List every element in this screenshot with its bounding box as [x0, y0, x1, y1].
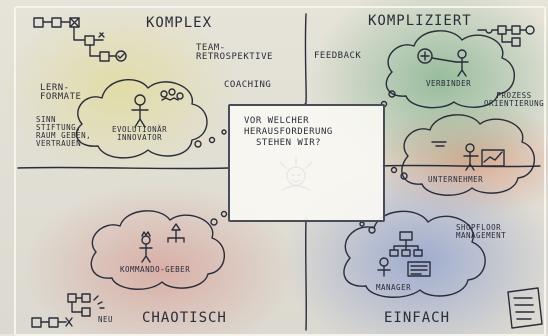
label-prozess: PROZESS ORIENTIERUNG — [484, 92, 544, 108]
cloud-caption-manager: MANAGER — [376, 283, 412, 292]
innovator-figure — [131, 88, 184, 128]
cloud-evolutionaer — [75, 79, 208, 159]
label-team-retro-line2: RETROSPEKTIVE — [196, 52, 273, 63]
label-lernformate-line2: FORMATE — [40, 92, 82, 103]
cloud-caption-evolutionaer: EVOLUTIONÄR INNOVATOR — [112, 126, 167, 142]
chaotic-flow-icon — [31, 293, 105, 328]
document-icon — [507, 287, 543, 329]
cloud-caption-evolutionaer-line2: INNOVATOR — [117, 132, 163, 142]
quadrant-title-chaotic: CHAOTISCH — [142, 310, 227, 326]
quadrant-title-complicated: KOMPLIZIERT — [368, 13, 472, 29]
cloud-verbinder — [385, 30, 516, 109]
center-question-line3: STEHEN WIR? — [256, 137, 322, 148]
label-lernformate: LERN- FORMATE — [40, 83, 82, 103]
label-sinn-line4: VERTRAUEN — [36, 138, 82, 148]
connector-figure — [417, 48, 469, 77]
label-sinn-line3: RAUM GEBEN, — [36, 130, 92, 140]
label-prozess-line1: PROZESS — [496, 91, 532, 100]
cloud-manager — [343, 210, 486, 298]
entrepreneur-figure — [431, 141, 505, 171]
label-coaching: COACHING — [224, 80, 272, 90]
quadrant-title-complex: KOMPLEX — [146, 15, 213, 31]
cloud-caption-verbinder: VERBINDER — [426, 79, 472, 88]
label-team-retro-line1: TEAM- — [196, 43, 226, 53]
complex-flow-icon — [33, 17, 127, 62]
label-sinn-line1: SINN — [36, 115, 57, 124]
center-question-card: VOR WELCHER HERAUSFORDERUNG STEHEN WIR? — [228, 104, 385, 222]
label-shopfloor-line1: SHOPFLOOR — [456, 223, 502, 232]
cloud-caption-evolutionaer-line1: EVOLUTIONÄR — [112, 125, 168, 134]
label-shopfloor: SHOPFLOOR MANAGEMENT — [456, 224, 506, 240]
label-sinn-line2: STIFTUNG, — [36, 122, 82, 132]
cloud-kommando — [90, 210, 226, 290]
center-question-line1: VOR WELCHER — [244, 116, 310, 126]
label-lernformate-line1: LERN- — [40, 83, 70, 93]
label-prozess-line2: ORIENTIERUNG — [484, 98, 545, 108]
center-question-line2: HERAUSFORDERUNG — [244, 126, 333, 137]
commander-figure — [139, 223, 185, 263]
cloud-caption-kommando: KOMMANDO-GEBER — [120, 265, 191, 274]
complicated-flow-icon — [477, 25, 535, 47]
vertical-divider — [304, 13, 307, 331]
cloud-caption-unternehmer: UNTERNEHMER — [428, 175, 484, 184]
label-neu: NEU — [98, 315, 114, 324]
label-team-retro: TEAM- RETROSPEKTIVE — [196, 43, 273, 63]
horizontal-divider — [17, 164, 541, 170]
label-shopfloor-line2: MANAGEMENT — [456, 230, 507, 240]
cloud-unternehmer — [401, 114, 536, 196]
quadrant-title-simple: EINFACH — [384, 310, 451, 326]
center-question: VOR WELCHER HERAUSFORDERUNG STEHEN WIR? — [244, 116, 333, 148]
manager-figure — [377, 231, 431, 277]
label-feedback: FEEDBACK — [314, 51, 362, 61]
label-sinn: SINN STIFTUNG, RAUM GEBEN, VERTRAUEN — [36, 116, 91, 148]
